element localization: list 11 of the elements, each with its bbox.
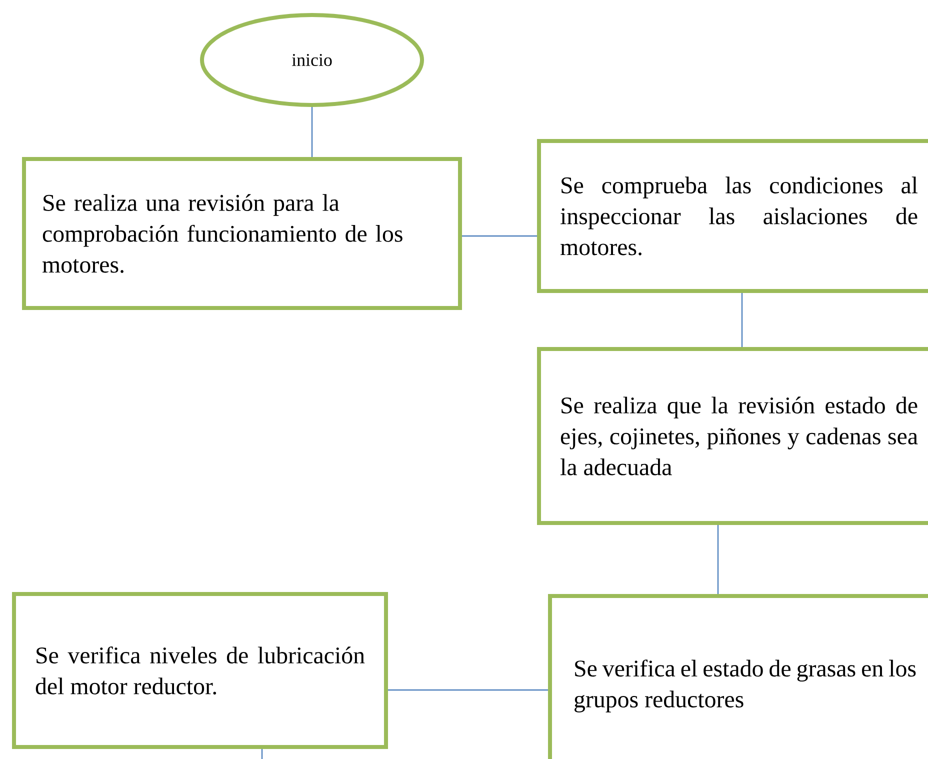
process-box: Se verifica niveles de lubricación del motor reductor. xyxy=(12,592,388,749)
connector-line xyxy=(261,749,263,759)
connector-line xyxy=(462,235,537,237)
connector-line xyxy=(388,689,548,691)
connector-line xyxy=(311,107,313,157)
connector-line xyxy=(717,525,719,594)
process-box: Se comprueba las condiciones al inspeccionar las aislaciones de motores. xyxy=(537,139,928,293)
connector-line xyxy=(741,293,743,347)
process-box: Se realiza una revisión para la comprobación funcionamiento de los motores. xyxy=(22,157,462,310)
process-box: Se realiza que la revisión estado de ejes, cojinetes, piñones y cadenas sea la adecuada xyxy=(537,347,928,525)
process-box: Se verifica el estado de grasas en los grupos reductores xyxy=(548,594,928,759)
